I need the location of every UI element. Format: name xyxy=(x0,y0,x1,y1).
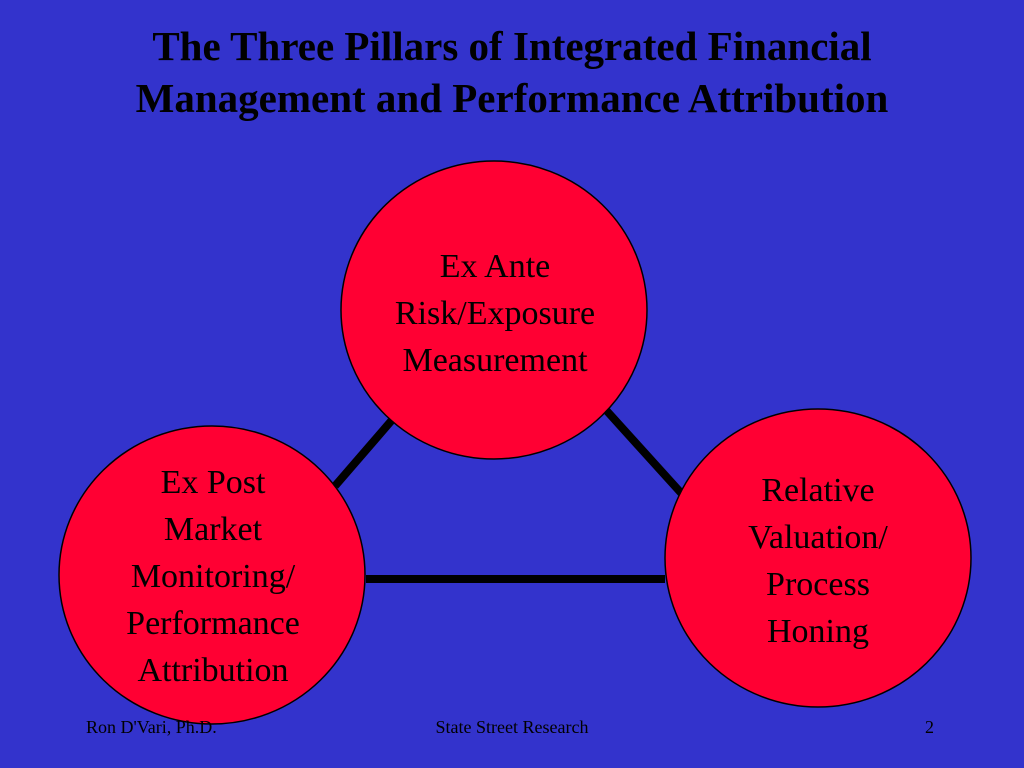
pillar-left-circle xyxy=(58,425,366,725)
pillar-top-line-3: Measurement xyxy=(402,342,588,379)
footer-page-number: 2 xyxy=(925,717,934,737)
pillar-left-line-2: Market xyxy=(163,511,263,548)
pillar-top-line-1: Ex Ante xyxy=(439,248,551,285)
connector-top-left xyxy=(331,417,396,489)
pillar-top-line-2: Risk/Exposure xyxy=(394,295,596,332)
pillar-top-label: Ex Ante Risk/Exposure Measurement xyxy=(345,243,645,384)
connector-top-right xyxy=(603,407,685,497)
pillar-right-line-4: Honing xyxy=(767,613,869,650)
footer-organization: State Street Research xyxy=(435,717,589,737)
pillar-left-line-3: Monitoring/ xyxy=(130,558,296,595)
pillar-right-label: Relative Valuation/ Process Honing xyxy=(668,467,968,655)
slide-title: The Three Pillars of Integrated Financia… xyxy=(0,20,1024,124)
footer-author: Ron D'Vari, Ph.D. xyxy=(86,717,217,737)
pillar-right-line-3: Process xyxy=(766,566,870,603)
slide-title-line-2: Management and Performance Attribution xyxy=(135,75,889,121)
pillar-top-circle xyxy=(340,160,648,460)
pillar-right-circle xyxy=(664,408,972,708)
pillar-right-line-2: Valuation/ xyxy=(748,519,888,556)
pillar-right-line-1: Relative xyxy=(761,472,875,509)
slide-title-line-1: The Three Pillars of Integrated Financia… xyxy=(152,23,872,69)
pillar-left-line-1: Ex Post xyxy=(160,464,266,501)
pillar-left-line-4: Performance xyxy=(126,605,300,642)
pillar-left-line-5: Attribution xyxy=(137,652,289,689)
pillar-left-label: Ex Post Market Monitoring/ Performance A… xyxy=(63,459,363,694)
